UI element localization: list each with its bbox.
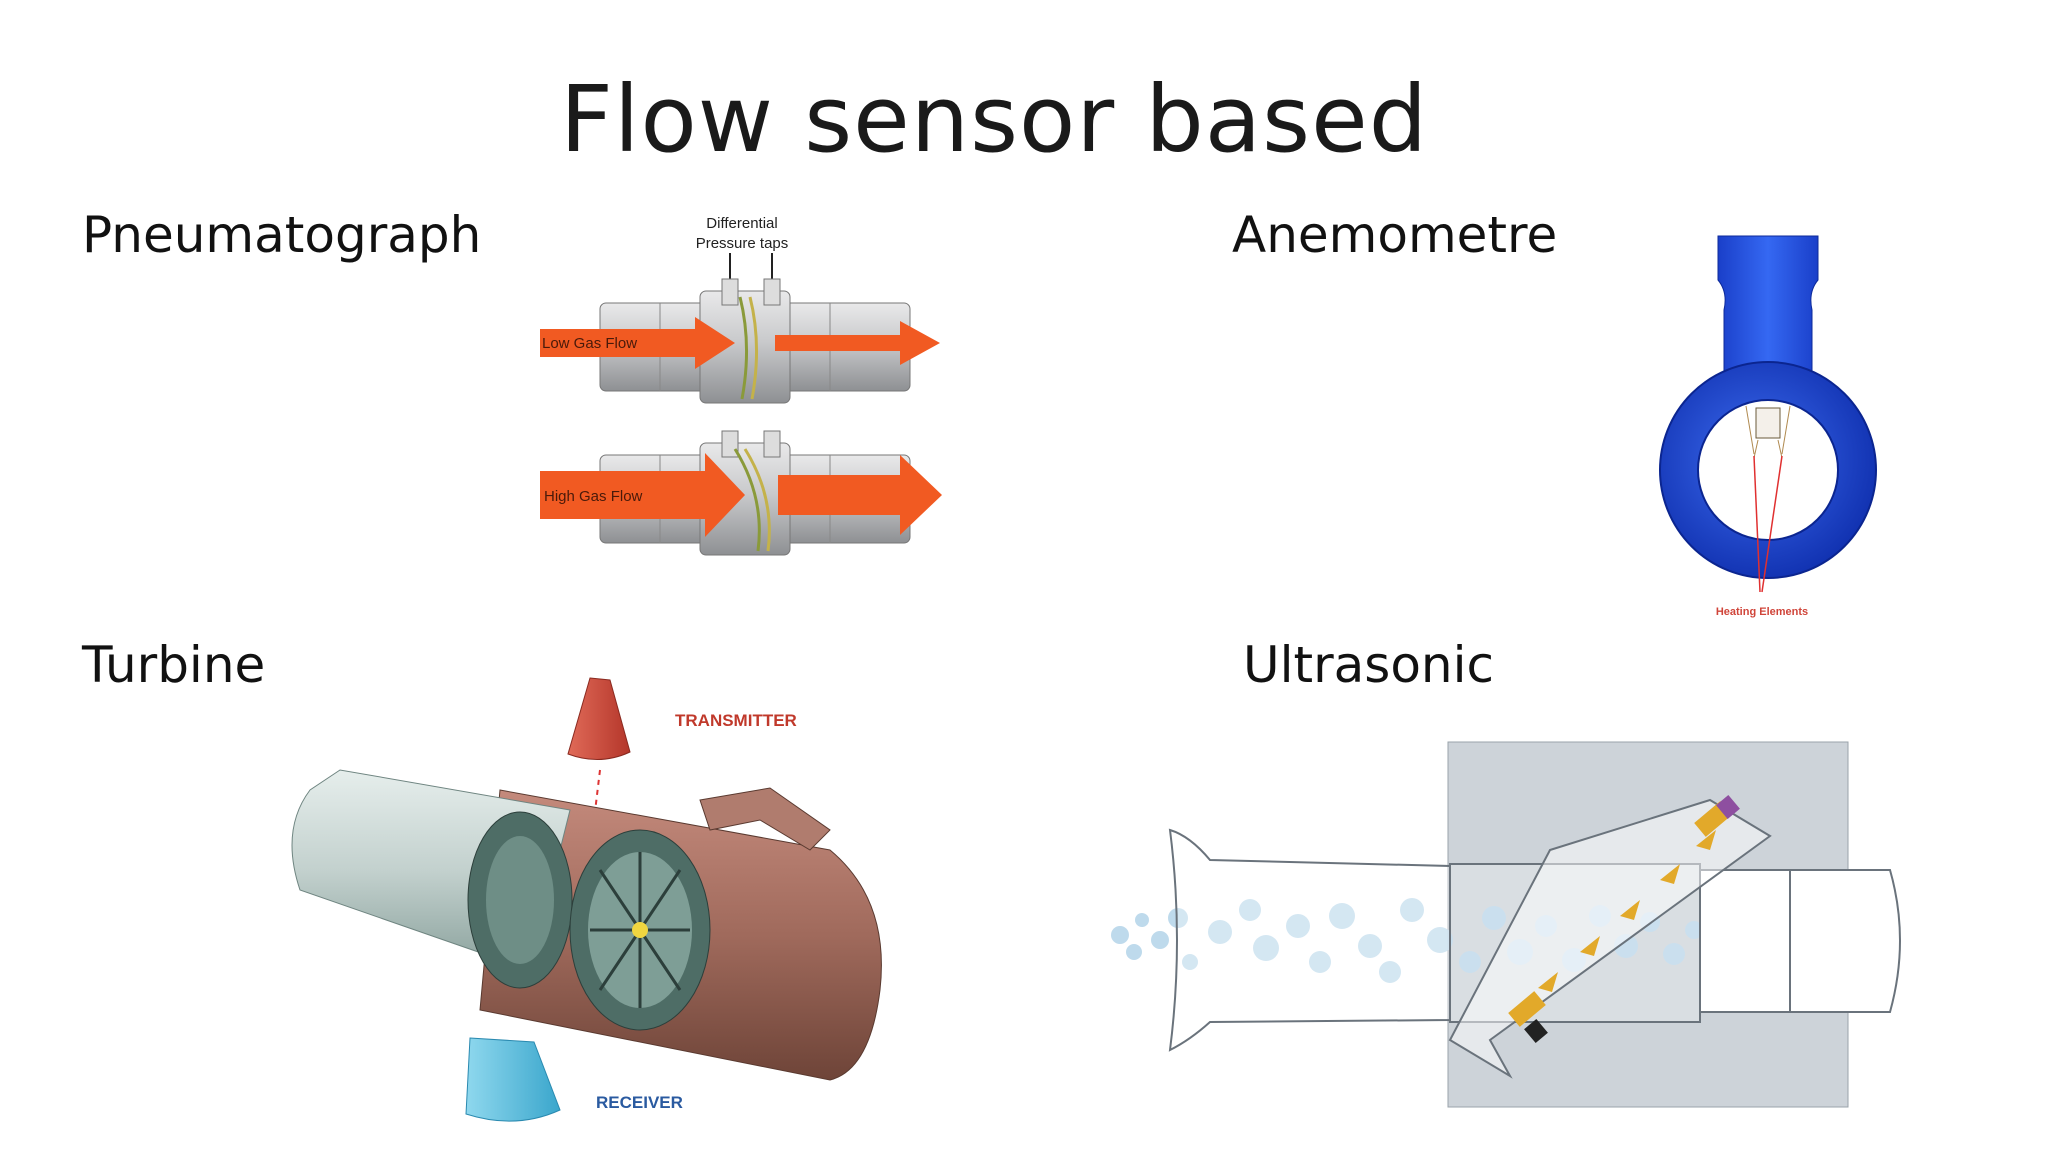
low-flow-label: Low Gas Flow <box>542 335 637 352</box>
heading-pneumatograph: Pneumatograph <box>82 206 482 264</box>
high-flow-in-arrow <box>540 453 745 537</box>
slide-title: Flow sensor based <box>560 66 1429 173</box>
heading-turbine: Turbine <box>82 636 266 694</box>
heating-elements-label: Heating Elements <box>1716 606 1808 618</box>
heading-ultrasonic: Ultrasonic <box>1243 636 1495 694</box>
turbine-blades <box>590 852 690 1008</box>
turbine-diagram: TRANSMITTER RECEIVER <box>291 677 882 1122</box>
taps-label-line2: Pressure taps <box>696 235 789 252</box>
high-flow-sensor: High Gas Flow <box>540 430 942 556</box>
low-flow-out-arrow <box>775 321 940 365</box>
taps-label-line1: Differential <box>706 215 777 232</box>
high-flow-out-arrow <box>778 455 942 535</box>
ultrasonic-signal-arrows <box>1538 830 1716 992</box>
ultrasonic-diagram <box>1111 741 1901 1108</box>
transmitter-label: TRANSMITTER <box>675 711 797 730</box>
pneumatograph-diagram: Differential Pressure taps Low Gas Flow <box>540 215 942 556</box>
receiver-label: RECEIVER <box>596 1093 683 1112</box>
anemometer-diagram: Heating Elements <box>1659 235 1877 618</box>
high-flow-label: High Gas Flow <box>544 488 643 505</box>
low-flow-sensor: Low Gas Flow <box>540 278 940 404</box>
low-flow-in-arrow <box>540 317 735 369</box>
heading-anemometre: Anemometre <box>1232 206 1558 264</box>
